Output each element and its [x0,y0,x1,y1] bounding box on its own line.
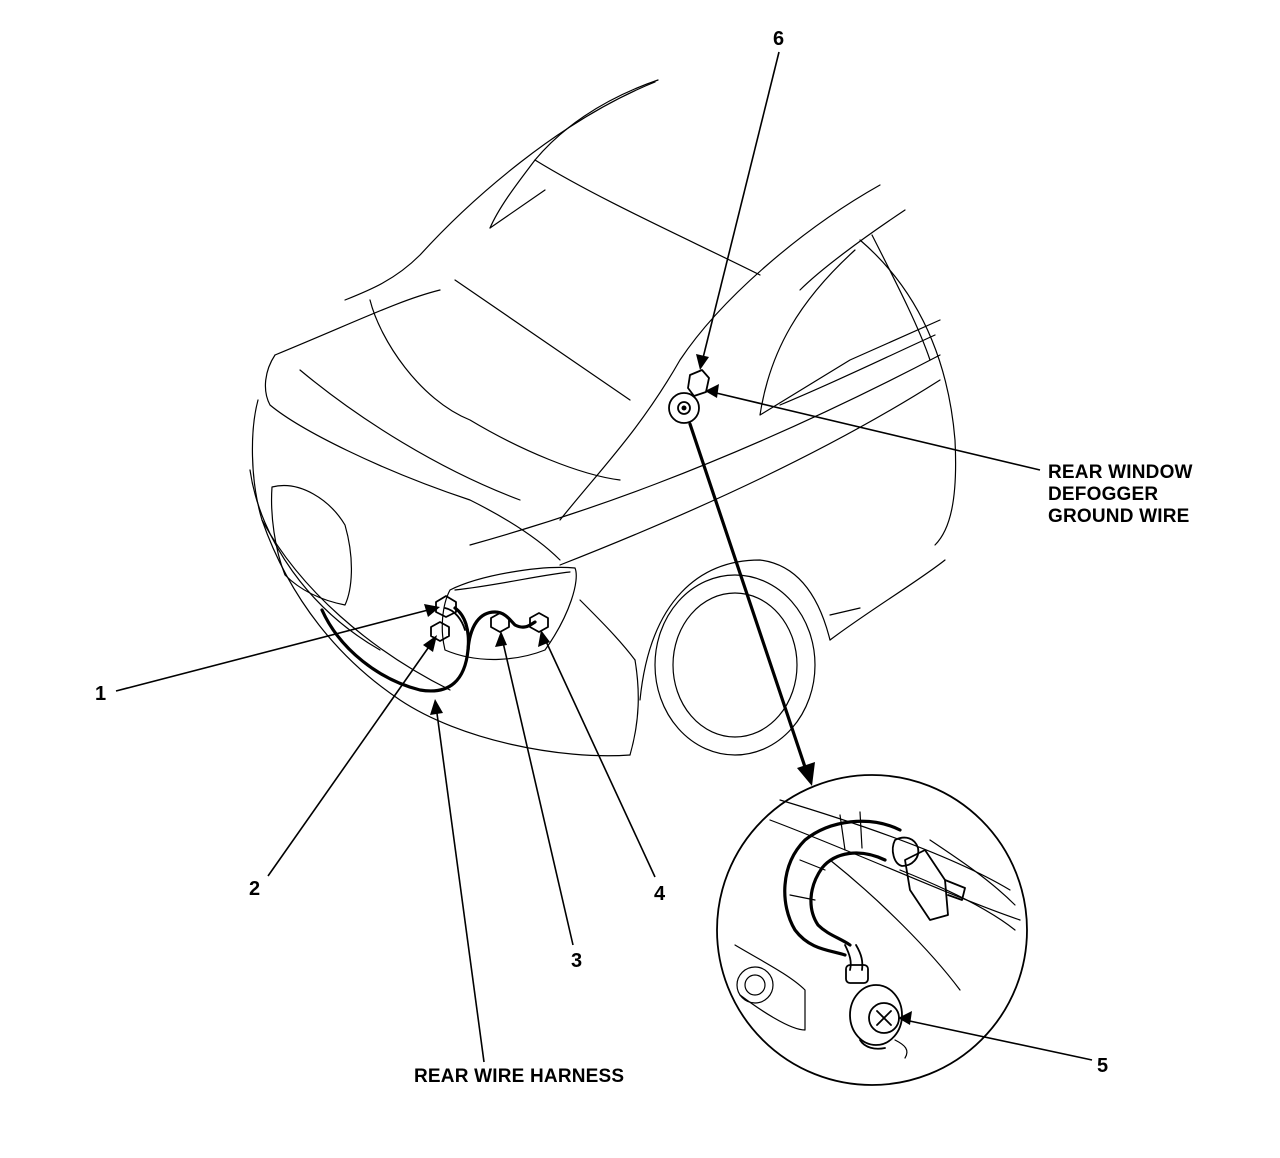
ground-point [668,369,710,424]
callout-1: 1 [95,683,107,705]
rear-wire-harness-label: REAR WIRE HARNESS [414,1066,625,1087]
defogger-label-line-2: DEFOGGER [1048,484,1159,505]
callout-2: 2 [249,878,261,900]
rear-window-defogger-ground-wire-label: REAR WINDOW DEFOGGER GROUND WIRE [1048,462,1193,528]
callout-6: 6 [773,28,785,50]
leader-lines [115,51,1093,1063]
rear-wire-harness [320,595,549,693]
detail-inset [716,774,1028,1086]
defogger-label-line-3: GROUND WIRE [1048,506,1190,527]
callout-4: 4 [654,883,666,905]
defogger-label-line-1: REAR WINDOW [1048,462,1193,483]
callout-3: 3 [571,950,583,972]
car-body [249,79,957,757]
callout-5: 5 [1097,1055,1109,1077]
